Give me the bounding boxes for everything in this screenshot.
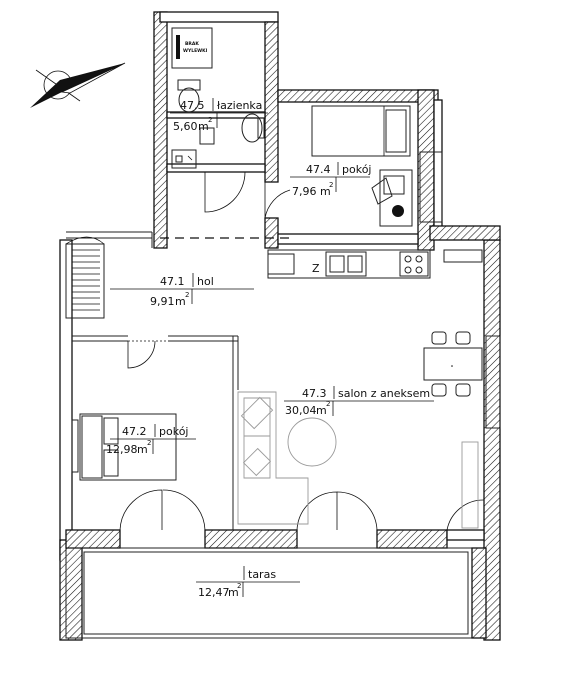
- room-area-exp: 2: [329, 181, 333, 189]
- wall-bathroom-left: [153, 11, 168, 249]
- room-label-47-5: 47.5 łazienka 5,60 m 2: [170, 98, 268, 133]
- room-name: pokój: [159, 425, 188, 438]
- tv-cabinet-icon: [461, 441, 479, 529]
- room-area-exp: 2: [147, 439, 151, 447]
- bath-note-line1: BRAK: [185, 41, 199, 47]
- coffee-table-icon: [287, 417, 337, 467]
- kitchen-fixtures: Z: [267, 249, 483, 279]
- room-label-47-2: 47.2 pokój 12,98 m 2: [106, 424, 196, 456]
- sofa-icon: [237, 391, 309, 525]
- fridge: [267, 253, 295, 275]
- room-area-exp: 2: [326, 400, 330, 408]
- room-area: 12,47: [198, 586, 230, 599]
- washbasin-icon: [171, 149, 197, 169]
- room-label-47-1: 47.1 hol 9,91 m 2: [110, 273, 254, 308]
- room-id: 47.2: [122, 425, 147, 438]
- room-area: 12,98: [106, 443, 138, 456]
- bathroom-note-box: [171, 27, 213, 69]
- room-area-unit: m: [137, 443, 148, 456]
- toilet-icon: [177, 79, 201, 113]
- room-label-47-3: 47.3 salon z aneksem 30,04 m 2: [284, 386, 434, 417]
- room-area-exp: 2: [185, 291, 189, 299]
- bath-note-line2: WYLEWKI: [183, 48, 208, 54]
- room-area-exp: 2: [237, 582, 241, 590]
- partitions: [66, 111, 290, 530]
- room-label-taras: taras 12,47 m 2: [196, 566, 300, 599]
- room-area: 9,91: [150, 295, 175, 308]
- bedroom-large-furniture: [71, 413, 177, 481]
- fridge-letter: Z: [312, 262, 320, 275]
- sink-icon: [241, 113, 265, 143]
- room-area: 30,04: [285, 404, 317, 417]
- room-id: 47.5: [180, 99, 205, 112]
- wall-bathroom-right: [264, 21, 279, 183]
- room-area: 5,60: [173, 120, 198, 133]
- bathroom-fixtures: BRAK WYLEWKI: [171, 27, 265, 169]
- room-id: 47.4: [306, 163, 331, 176]
- dining-table-icon: [423, 331, 483, 397]
- room-name: taras: [248, 568, 276, 581]
- wall-bedroom-top: [277, 89, 439, 103]
- room-area-unit: m: [175, 295, 186, 308]
- doors: [65, 151, 501, 531]
- room-id: 47.1: [160, 275, 185, 288]
- room-name: salon z aneksem: [338, 387, 430, 400]
- desk-icon: [379, 169, 413, 227]
- radiator-icon: [72, 249, 100, 311]
- room-area-unit: m: [198, 120, 209, 133]
- walls: [59, 11, 501, 641]
- room-area: 7,96: [292, 185, 317, 198]
- double-bed-icon: [79, 413, 177, 481]
- kitchen-sink-icon: [325, 251, 367, 277]
- room-label-47-4: 47.4 pokój 7,96 m 2: [290, 162, 371, 198]
- room-name: pokój: [342, 163, 371, 176]
- bed-icon: [311, 105, 411, 157]
- chair-icon: [371, 177, 393, 205]
- room-area-unit: m: [316, 404, 327, 417]
- room-area-exp: 2: [208, 116, 212, 124]
- room-name: hol: [197, 275, 214, 288]
- terrace-outline: [65, 547, 487, 639]
- room-area-unit: m: [228, 586, 239, 599]
- room-name: łazienka: [217, 99, 262, 112]
- wall-bathroom-top: [159, 11, 279, 23]
- bedroom-small-furniture: [311, 105, 413, 227]
- cooktop-icon: [399, 251, 429, 277]
- room-id: 47.3: [302, 387, 327, 400]
- room-area-unit: m: [320, 185, 331, 198]
- north-arrow-icon: [30, 62, 126, 108]
